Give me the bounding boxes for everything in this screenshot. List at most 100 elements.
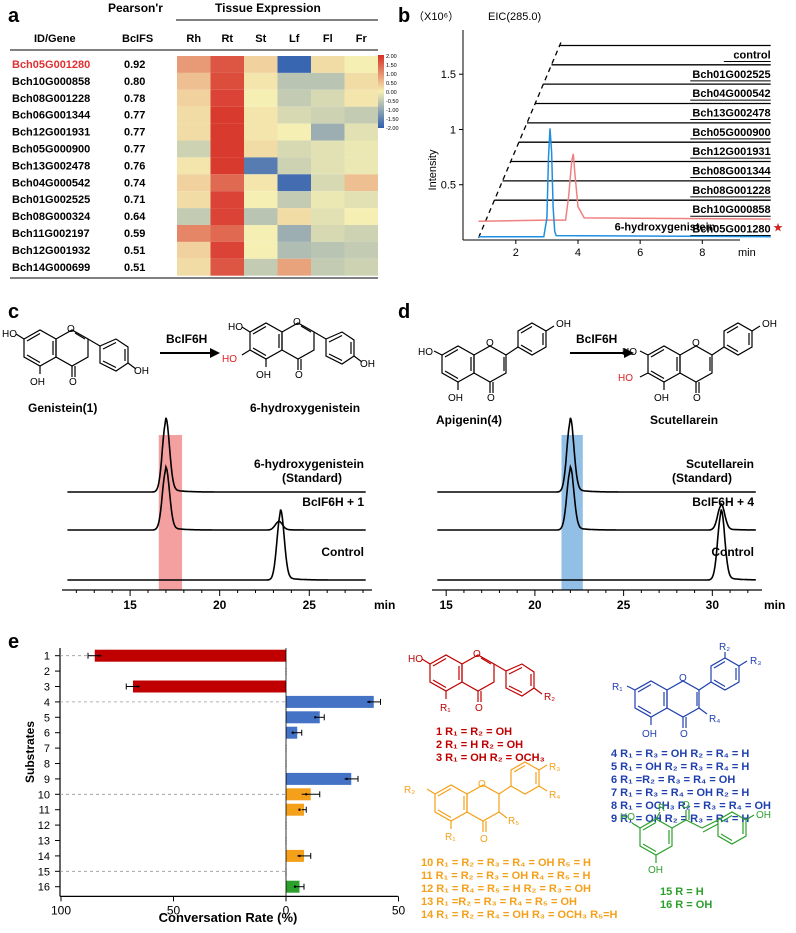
heatmap-cell [177, 258, 211, 276]
bar-category-label: 15 [38, 866, 50, 878]
heatmap-gene-label: Bch04G000542 [12, 177, 90, 189]
heatmap-cell [244, 241, 278, 259]
colorbar-tick: -0.50 [386, 99, 399, 105]
compound-definition: 10 R₁ = R₂ = R₃ = R₄ = OH R₅ = H [421, 857, 591, 869]
bar-category-label: 3 [44, 682, 50, 694]
heatmap-cell [344, 241, 378, 259]
trace-label: (Standard) [282, 471, 342, 485]
chrom-xlabel: min [764, 598, 785, 612]
panel-letter-d: d [398, 301, 410, 323]
heatmap-cell [177, 208, 211, 225]
heatmap-cell [177, 89, 211, 107]
bar-xlabel: Conversation Rate (%) [159, 910, 298, 925]
heatmap-cell [244, 191, 278, 209]
heatmap-cell [311, 72, 345, 90]
scutellarein-o-ring: O [692, 338, 700, 349]
eic-ytick: 1.5 [441, 69, 456, 81]
reaction-enzyme-d: BcIF6H [576, 332, 617, 346]
eic-series-line [478, 153, 771, 222]
heatmap-cell [277, 208, 311, 225]
heatmap-col-header: Fl [323, 33, 333, 45]
isoflavone-core-structure [421, 654, 543, 702]
scutellarein-label: Scutellarein [650, 413, 718, 427]
heatmap-cell [344, 140, 378, 158]
genistein-oh-5: OH [30, 377, 45, 388]
flavan-r4: R₄ [549, 790, 560, 801]
bar-category-label: 6 [44, 728, 50, 740]
chrom-xtick: 20 [528, 598, 542, 612]
eic-trace-label: Bch13G002478 [692, 108, 770, 120]
heatmap-col-header: St [255, 33, 266, 45]
genistein-ho: HO [2, 329, 17, 340]
heatmap-cell [210, 258, 244, 276]
apigenin-label: Apigenin(4) [436, 413, 502, 427]
compound-definition: 16 R = OH [660, 899, 712, 911]
apigenin-panel: HO O OH O OH Apigenin(4) BcIF6H HO HO O … [418, 319, 785, 612]
bar-category-label: 7 [44, 743, 50, 755]
heatmap-cell [344, 123, 378, 141]
heatmap-gene-label: Bch11G002197 [12, 228, 90, 240]
apigenin-oh-5: OH [448, 393, 463, 404]
bar [133, 680, 286, 693]
panel-letter-a: a [8, 5, 20, 27]
heatmap-cell [311, 140, 345, 158]
heatmap-cell [244, 72, 278, 90]
heatmap-cell [244, 56, 278, 73]
heatmap-cell [344, 258, 378, 276]
chrom-xtick: 25 [303, 598, 317, 612]
eic-xtick: 8 [699, 247, 705, 259]
flav-r2: R₂ [719, 642, 730, 653]
colorbar-tick: 1.50 [386, 63, 397, 69]
hydroxygenistein-oh-5: OH [256, 370, 271, 381]
bar [286, 880, 300, 893]
chalcone-r: R [658, 803, 665, 814]
chrom-xtick: 20 [213, 598, 227, 612]
heatmap-cell [210, 225, 244, 242]
heatmap-cell [210, 56, 244, 73]
bar-xtick: 0 [283, 903, 290, 917]
eic-trace-label: Bch01G002525 [692, 69, 770, 81]
compound-definition: 13 R₁ =R₂ = R₃ = R₄ = R₅ = OH [421, 896, 577, 908]
heatmap-cell [177, 241, 211, 259]
bar-category-label: 9 [44, 774, 50, 786]
heatmap-cell [177, 174, 211, 192]
genistein-panel: O O HO OH OH Genistein(1) BcIF6H HO HO O… [2, 317, 395, 612]
eic-trace-label: Bch12G001931 [692, 146, 770, 158]
scutellarein-oh-5: OH [654, 393, 669, 404]
chromatogram-trace [437, 463, 756, 531]
highlight-band [561, 435, 583, 590]
apigenin-ho: HO [418, 347, 433, 358]
iso-o2: O [475, 703, 483, 714]
heatmap-pearson-value: 0.51 [124, 262, 145, 274]
genistein-o-ring: O [67, 324, 75, 335]
heatmap-cell [277, 123, 311, 141]
compound-definition: 7 R₁ = R₃ = R₄ = OH R₂ = H [611, 787, 749, 799]
heatmap-colorbar [378, 55, 384, 128]
heatmap-cell [244, 174, 278, 192]
heatmap-cell [344, 191, 378, 209]
heatmap-pearson-value: 0.71 [124, 194, 145, 206]
eic-ytick: 0.5 [441, 180, 456, 192]
heatmap-cell [277, 72, 311, 90]
bar-category-label: 14 [38, 851, 50, 863]
heatmap-cell [311, 258, 345, 276]
heatmap-cell [277, 191, 311, 209]
heatmap-cell [177, 140, 211, 158]
trace-label: Scutellarein [686, 457, 754, 471]
heatmap-cell [311, 157, 345, 175]
chrom-xtick: 15 [123, 598, 137, 612]
heatmap-cell [344, 208, 378, 225]
colorbar-tick: 0.00 [386, 90, 397, 96]
trace-label: Control [711, 545, 754, 559]
bar-xtick: 100 [51, 903, 71, 917]
heatmap-cell [210, 72, 244, 90]
colorbar-tick: 2.00 [386, 54, 397, 60]
heatmap-cell [311, 241, 345, 259]
heatmap-col-header: Rh [186, 33, 201, 45]
eic-series-line [478, 128, 771, 238]
trace-label: 6-hydroxygenistein [254, 457, 364, 471]
heatmap-cell [311, 106, 345, 124]
heatmap-cell [311, 89, 345, 107]
heatmap-tissue-header: Tissue Expression [215, 1, 321, 15]
